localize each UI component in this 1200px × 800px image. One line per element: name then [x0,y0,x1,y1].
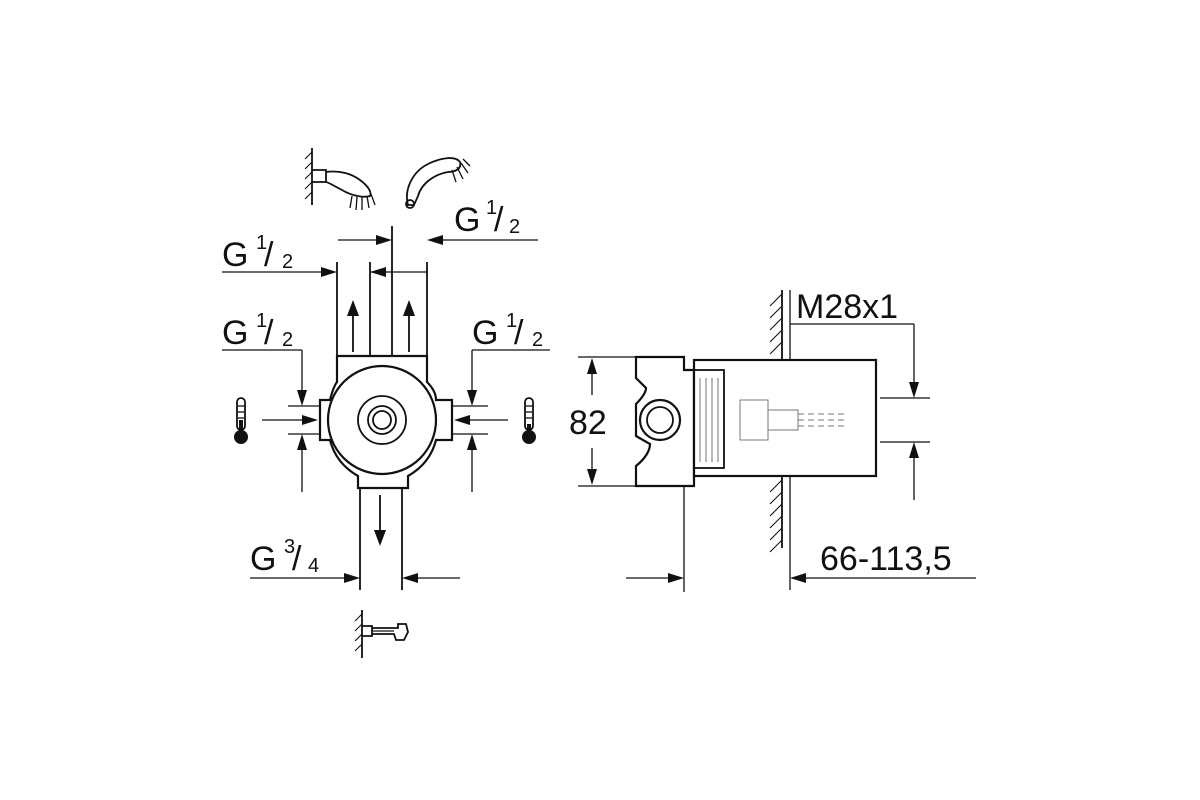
svg-text:G: G [454,201,480,239]
shower-head-wall-icon [304,148,376,211]
svg-text:2: 2 [509,216,520,238]
front-view: G 1 / 2 G 1 / 2 G 1 / 2 G 1 / 2 G 3 / 4 [222,148,550,658]
label-depth: 66-113,5 [820,540,952,578]
svg-text:G: G [222,314,248,352]
left-inlet [222,349,320,492]
svg-text:1: 1 [486,197,497,219]
svg-text:3: 3 [284,536,295,558]
side-view: 82 M28x1 66-113,5 [569,288,976,592]
depth-dimension: 66-113,5 [626,486,976,592]
thread-dimension: M28x1 [790,288,930,500]
svg-text:1: 1 [256,232,267,254]
top-pipes [336,226,428,356]
thermometer-cold-icon [522,397,536,444]
bath-spout-icon [354,610,409,658]
label-height: 82 [569,404,607,442]
thermometer-hot-icon [234,397,248,444]
label-inlet-left: G 1 / 2 [222,310,293,352]
svg-text:2: 2 [532,329,543,351]
svg-text:/: / [264,314,274,352]
hand-shower-icon [405,157,471,209]
svg-text:G: G [222,236,248,274]
svg-text:4: 4 [308,555,319,577]
svg-text:/: / [494,201,504,239]
svg-text:G: G [472,314,498,352]
valve-body [318,354,454,490]
right-inlet [452,349,550,492]
label-outlet-headshower: G 1 / 2 [454,197,520,239]
label-outlet-bottom: G 3 / 4 [250,536,319,578]
svg-text:2: 2 [282,251,293,273]
svg-text:/: / [292,540,302,578]
svg-text:2: 2 [282,329,293,351]
svg-text:1: 1 [506,310,517,332]
bottom-pipe [250,488,460,590]
svg-text:G: G [250,540,276,578]
height-dimension: 82 [569,356,636,487]
top-dimensions [222,235,538,277]
side-body [634,355,878,488]
label-thread: M28x1 [796,288,898,326]
svg-text:1: 1 [256,310,267,332]
svg-text:/: / [514,314,524,352]
wall-section [769,290,791,590]
label-inlet-right: G 1 / 2 [472,310,543,352]
label-outlet-handshower: G 1 / 2 [222,232,293,274]
svg-text:/: / [264,236,274,274]
